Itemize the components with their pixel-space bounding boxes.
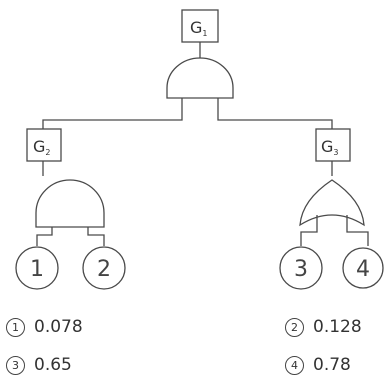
option-1-value: 0.078 bbox=[34, 317, 83, 337]
basic-event-4 bbox=[342, 247, 384, 289]
wire-top-right bbox=[217, 98, 333, 129]
answer-option-2[interactable]: 2 0.128 bbox=[285, 317, 362, 337]
gate-g1-label: G1 bbox=[190, 18, 208, 38]
option-2-marker: 2 bbox=[285, 318, 304, 337]
gate-g2-box bbox=[26, 128, 62, 162]
answer-option-1[interactable]: 1 0.078 bbox=[6, 317, 83, 337]
wire-top-left bbox=[42, 98, 183, 129]
option-2-value: 0.128 bbox=[313, 317, 362, 337]
basic-event-1 bbox=[15, 246, 59, 290]
wire-or-right-to-event-3 bbox=[300, 215, 318, 246]
option-4-marker: 4 bbox=[285, 356, 304, 375]
wire-or-right-to-event-4 bbox=[346, 215, 369, 246]
option-3-value: 0.65 bbox=[34, 355, 72, 375]
basic-event-2-label: 2 bbox=[97, 257, 111, 282]
wire-and-left-to-event-2 bbox=[87, 227, 105, 246]
option-1-marker: 1 bbox=[6, 318, 25, 337]
option-4-value: 0.78 bbox=[313, 355, 351, 375]
basic-event-1-label: 1 bbox=[30, 257, 44, 282]
option-3-marker: 3 bbox=[6, 356, 25, 375]
basic-event-3 bbox=[279, 246, 323, 290]
and-gate-top bbox=[166, 57, 234, 99]
and-gate-left bbox=[35, 179, 105, 228]
gate-g3-box bbox=[315, 128, 351, 162]
wire-and-left-to-event-1 bbox=[36, 227, 53, 246]
basic-event-4-label: 4 bbox=[356, 257, 370, 282]
basic-event-3-label: 3 bbox=[294, 257, 308, 282]
fault-tree-diagram: G1 G2 G3 1 2 3 4 bbox=[15, 9, 384, 290]
gate-g2-label: G2 bbox=[33, 137, 51, 157]
basic-event-2 bbox=[82, 246, 126, 290]
gate-g3-label: G3 bbox=[321, 137, 339, 157]
or-gate-right bbox=[299, 179, 365, 227]
